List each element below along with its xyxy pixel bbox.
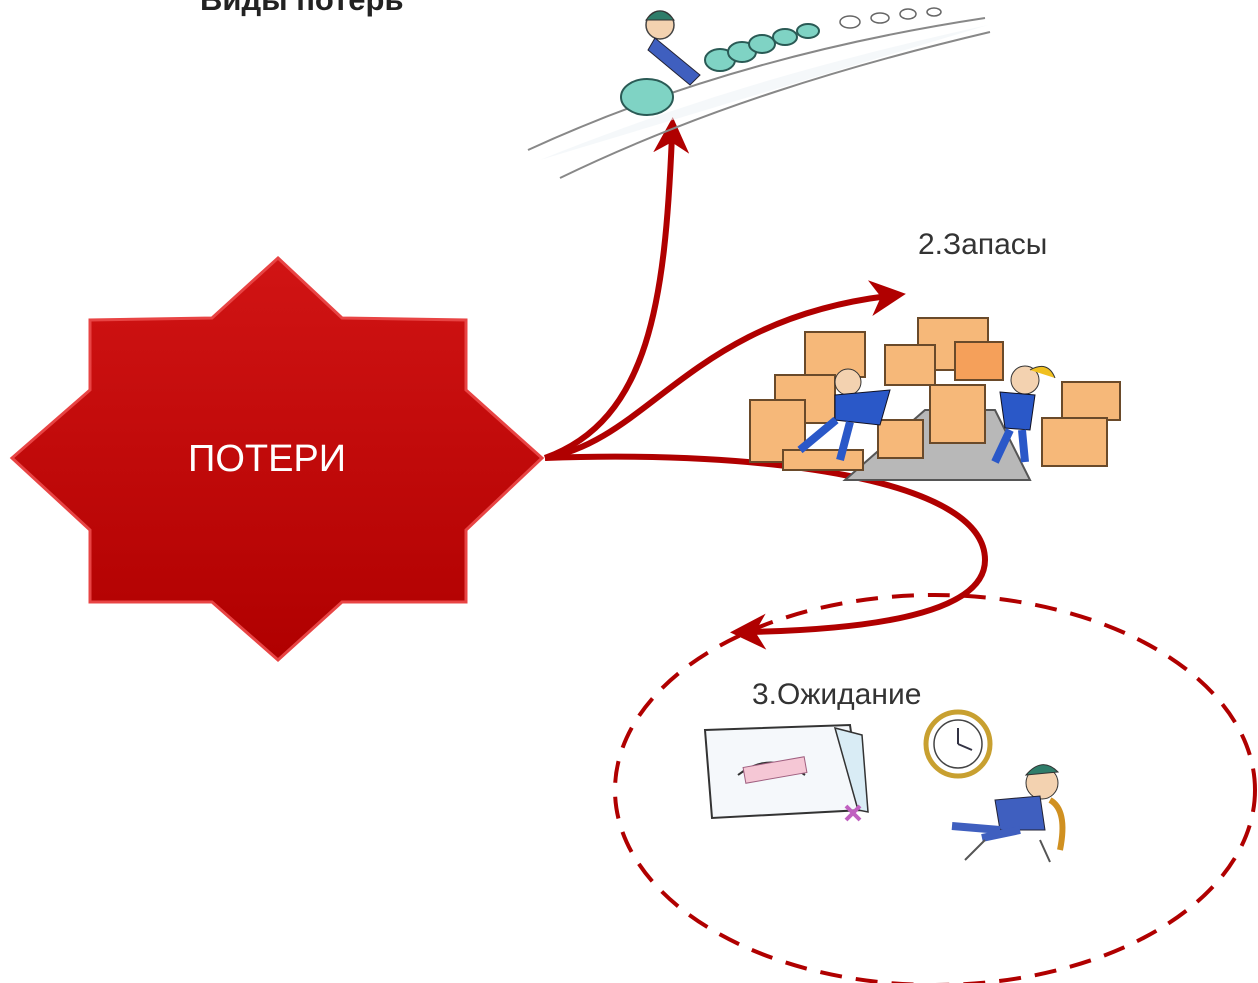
arrow-to-waiting — [544, 453, 989, 650]
branch-label-inventory: 2.Запасы — [918, 228, 1048, 261]
center-star-label: ПОТЕРИ — [188, 438, 347, 480]
branch-label-waiting: 3.Ожидание — [752, 678, 922, 711]
arrow-to-overproduction — [543, 117, 690, 461]
waiting-dashed-ellipse — [613, 593, 1257, 983]
diagram-title: Виды потерь — [200, 0, 404, 18]
cars-on-conveyor-illustration — [527, 7, 991, 179]
stacked-boxes-workers-illustration — [749, 317, 1121, 481]
center-star — [9, 255, 545, 663]
arrow-to-inventory — [544, 280, 906, 461]
idle-machine-and-waiting-worker-illustration — [703, 709, 1066, 863]
